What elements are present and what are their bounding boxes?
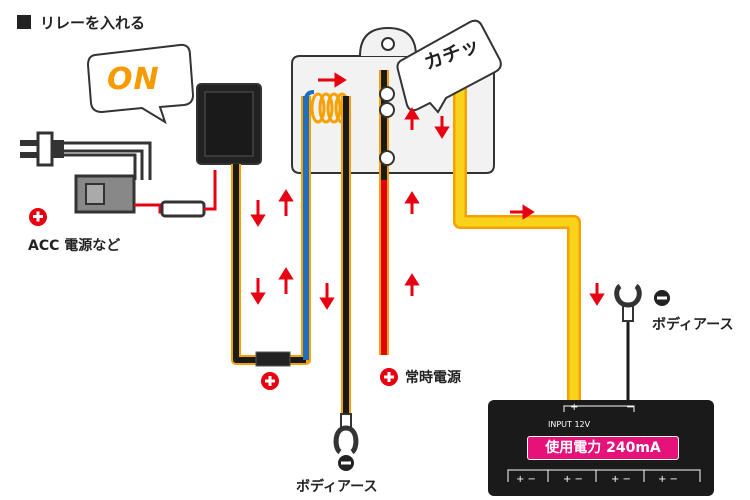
device-bottom-terminal: + − (516, 474, 536, 485)
acc-label: ACC 電源など (28, 238, 121, 254)
relay-coil-icon (304, 90, 350, 124)
acc-plug-icon (20, 131, 217, 218)
device-bottom-terminal: + − (658, 474, 678, 485)
body-earth-label-right: ボディアース (652, 317, 734, 333)
flow-arrows (250, 72, 605, 310)
ground-terminal-right-icon (614, 283, 642, 308)
ground-terminal-icon (333, 425, 359, 455)
on-bubble (86, 43, 195, 125)
device-plus-terminal: + (570, 402, 579, 413)
device-bottom-terminal: + − (611, 474, 631, 485)
click-bubble (396, 19, 502, 114)
device-input-label: INPUT 12V (548, 420, 591, 429)
constant-power-label: 常時電源 (405, 370, 461, 386)
device-bottom-terminal: + − (563, 474, 583, 485)
body-earth-label-bottom: ボディアース (296, 479, 378, 495)
page-title: リレーを入れる (40, 14, 146, 32)
device-power-label: 使用電力 240mA (527, 436, 679, 460)
device-minus-terminal: − (626, 402, 635, 413)
on-label: ON (107, 62, 160, 97)
title-square-icon (17, 15, 31, 29)
